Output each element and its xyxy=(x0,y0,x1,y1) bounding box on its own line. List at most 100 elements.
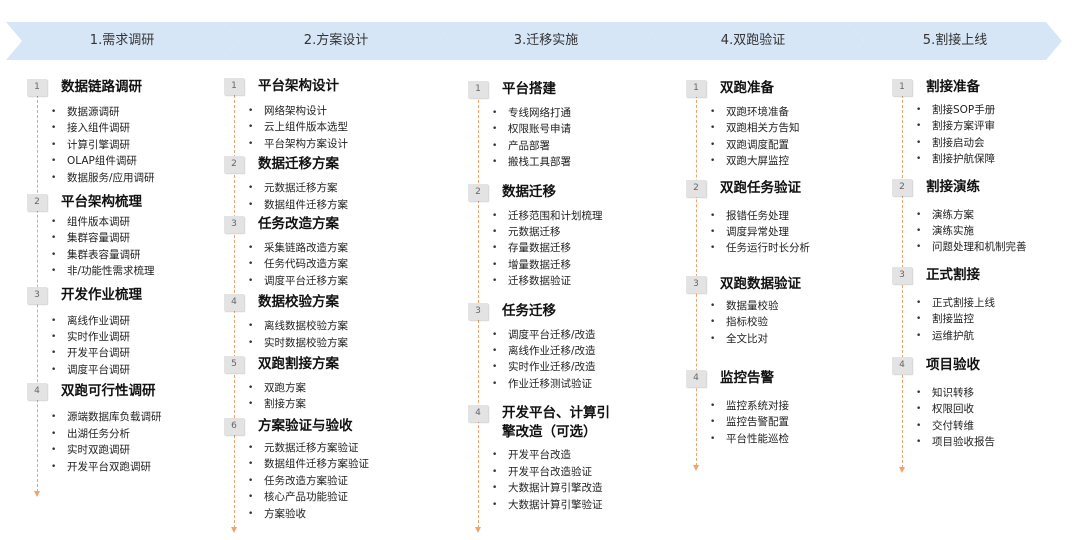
section: 4 双跑可行性调研 源端数据库负载调研 出湖任务分析 实时双跑调研 开发平台双跑… xyxy=(27,382,227,475)
section-title: 平台架构设计 xyxy=(258,78,339,94)
list-item: 作业迁移测试验证 xyxy=(490,376,678,393)
list-item: 全文比对 xyxy=(708,331,886,348)
list-item: 出湖任务分析 xyxy=(49,426,227,443)
item-list: 数据源调研 接入组件调研 计算引擎调研 OLAP组件调研 数据服务/应用调研 xyxy=(49,104,227,186)
item-list: 专线网络打通 权限账号申请 产品部署 搬栈工具部署 xyxy=(490,105,678,171)
section-header: 4 监控告警 xyxy=(686,369,886,388)
phase-label-4: 4.双跑验证 xyxy=(720,33,786,48)
item-list: 调度平台迁移/改造 离线作业迁移/改造 实时作业迁移/改造 作业迁移测试验证 xyxy=(490,327,678,393)
list-item: 监控告警配置 xyxy=(708,414,886,431)
column-migration: 1 平台搭建 专线网络打通 权限账号申请 产品部署 搬栈工具部署 2 数据迁移 … xyxy=(468,70,678,540)
item-list: 元数据迁移方案验证 数据组件迁移方案验证 任务改造方案验证 核心产品功能验证 方… xyxy=(246,440,434,522)
list-item: 双跑调度配置 xyxy=(708,137,886,154)
list-item: 采集链路改造方案 xyxy=(246,240,434,257)
section-number: 4 xyxy=(892,357,912,375)
list-item: 存量数据迁移 xyxy=(490,240,678,257)
list-item: 割接护航保障 xyxy=(914,151,1077,168)
section-number: 3 xyxy=(27,286,47,304)
section-number: 1 xyxy=(27,79,47,96)
item-list: 双跑环境准备 双跑相关方告知 双跑调度配置 双跑大屏监控 xyxy=(708,104,886,170)
section: 5 双跑割接方案 双跑方案 割接方案 xyxy=(224,355,434,413)
section-header: 4 项目验收 xyxy=(892,356,1077,375)
list-item: 数据组件迁移方案验证 xyxy=(246,456,434,473)
phase-banner: 1.需求调研 2.方案设计 3.迁移实施 4.双跑验证 5.割接上线 xyxy=(0,0,1080,70)
section-header: 3 任务改造方案 xyxy=(224,215,434,234)
section-title-line: 开发平台、计算引 xyxy=(502,405,610,422)
section-number: 2 xyxy=(686,179,706,197)
section-header: 3 开发作业梳理 xyxy=(27,286,227,305)
column-dual-run: 1 双跑准备 双跑环境准备 双跑相关方告知 双跑调度配置 双跑大屏监控 2 双跑… xyxy=(686,70,886,540)
section-title: 平台架构梳理 xyxy=(61,194,142,211)
item-list: 网络架构设计 云上组件版本选型 平台架构方案设计 xyxy=(246,103,434,153)
phase-arrow-4 xyxy=(642,22,864,60)
section-number: 2 xyxy=(892,178,912,196)
list-item: 元数据迁移方案验证 xyxy=(246,440,434,457)
section-title: 监控告警 xyxy=(720,370,774,387)
list-item: 实时双跑调研 xyxy=(49,442,227,459)
list-item: 割接SOP手册 xyxy=(914,102,1077,119)
item-list: 采集链路改造方案 任务代码改造方案 调度平台迁移方案 xyxy=(246,240,434,290)
list-item: 开发平台改造验证 xyxy=(490,464,678,481)
section-title: 双跑割接方案 xyxy=(258,356,339,373)
section-title: 开发平台、计算引 擎改造（可选） xyxy=(502,404,610,442)
list-item: 割接监控 xyxy=(914,311,1077,328)
list-item: 调度平台迁移/改造 xyxy=(490,327,678,344)
list-item: 源端数据库负载调研 xyxy=(49,409,227,426)
phase-label-1: 1.需求调研 xyxy=(89,33,155,48)
list-item: 割接启动会 xyxy=(914,135,1077,152)
list-item: 双跑环境准备 xyxy=(708,104,886,121)
list-item: 集群表容量调研 xyxy=(49,247,227,264)
item-list: 离线作业调研 实时作业调研 开发平台调研 调度平台调研 xyxy=(49,313,227,379)
list-item: 正式割接上线 xyxy=(914,295,1077,312)
section-header: 3 任务迁移 xyxy=(468,302,678,321)
list-item: 离线数据校验方案 xyxy=(246,318,434,335)
section: 6 方案验证与验收 元数据迁移方案验证 数据组件迁移方案验证 任务改造方案验证 … xyxy=(224,417,434,522)
section-header: 3 正式割接 xyxy=(892,266,1077,285)
item-list: 知识转移 权限回收 交付转维 项目验收报告 xyxy=(914,385,1077,451)
list-item: 双跑相关方告知 xyxy=(708,120,886,137)
list-item: 组件版本调研 xyxy=(49,214,227,231)
list-item: 割接方案评审 xyxy=(914,118,1077,135)
section-title: 双跑数据验证 xyxy=(720,275,801,292)
section: 1 平台架构设计 网络架构设计 云上组件版本选型 平台架构方案设计 xyxy=(224,77,434,153)
section-header: 2 双跑任务验证 xyxy=(686,179,886,198)
list-item: 离线作业迁移/改造 xyxy=(490,343,678,360)
list-item: 问题处理和机制完善 xyxy=(914,239,1077,256)
list-item: 调度平台迁移方案 xyxy=(246,273,434,290)
list-item: 大数据计算引擎改造 xyxy=(490,480,678,497)
list-item: 集群容量调研 xyxy=(49,230,227,247)
list-item: 交付转维 xyxy=(914,418,1077,435)
list-item: 数据服务/应用调研 xyxy=(49,170,227,187)
section-title: 任务改造方案 xyxy=(258,216,339,233)
column-cutover: 1 割接准备 割接SOP手册 割接方案评审 割接启动会 割接护航保障 2 割接演… xyxy=(892,70,1077,540)
list-item: 平台性能巡检 xyxy=(708,431,886,448)
section: 4 项目验收 知识转移 权限回收 交付转维 项目验收报告 xyxy=(892,356,1077,451)
column-design: 1 平台架构设计 网络架构设计 云上组件版本选型 平台架构方案设计 2 数据迁移… xyxy=(224,70,434,540)
section-number: 2 xyxy=(224,156,244,174)
section: 2 数据迁移方案 元数据迁移方案 数据组件迁移方案 xyxy=(224,155,434,213)
phase-arrow-5 xyxy=(848,22,1062,60)
phase-arrow-1 xyxy=(6,22,238,60)
section-title: 项目验收 xyxy=(926,357,980,374)
section-number: 4 xyxy=(224,294,244,312)
list-item: 非/功能性需求梳理 xyxy=(49,263,227,280)
section-header: 1 双跑准备 xyxy=(686,79,886,98)
list-item: 核心产品功能验证 xyxy=(246,489,434,506)
section-number: 1 xyxy=(686,80,706,97)
section: 4 监控告警 监控系统对接 监控告警配置 平台性能巡检 xyxy=(686,369,886,448)
section-number: 3 xyxy=(224,216,244,234)
list-item: 专线网络打通 xyxy=(490,105,678,122)
section-number: 1 xyxy=(892,79,912,96)
section-title: 数据迁移方案 xyxy=(258,156,339,173)
section-title: 平台搭建 xyxy=(502,81,556,97)
section-header: 4 开发平台、计算引 擎改造（可选） xyxy=(468,404,678,442)
list-item: 数据组件迁移方案 xyxy=(246,197,434,214)
list-item: 增量数据迁移 xyxy=(490,257,678,274)
phase-arrows xyxy=(6,22,1062,60)
section-title: 割接准备 xyxy=(926,79,980,95)
list-item: 实时作业迁移/改造 xyxy=(490,359,678,376)
section-header: 6 方案验证与验收 xyxy=(224,417,434,436)
section-title: 双跑任务验证 xyxy=(720,179,801,196)
section-title: 双跑准备 xyxy=(720,80,774,96)
phase-label-2: 2.方案设计 xyxy=(303,33,369,48)
